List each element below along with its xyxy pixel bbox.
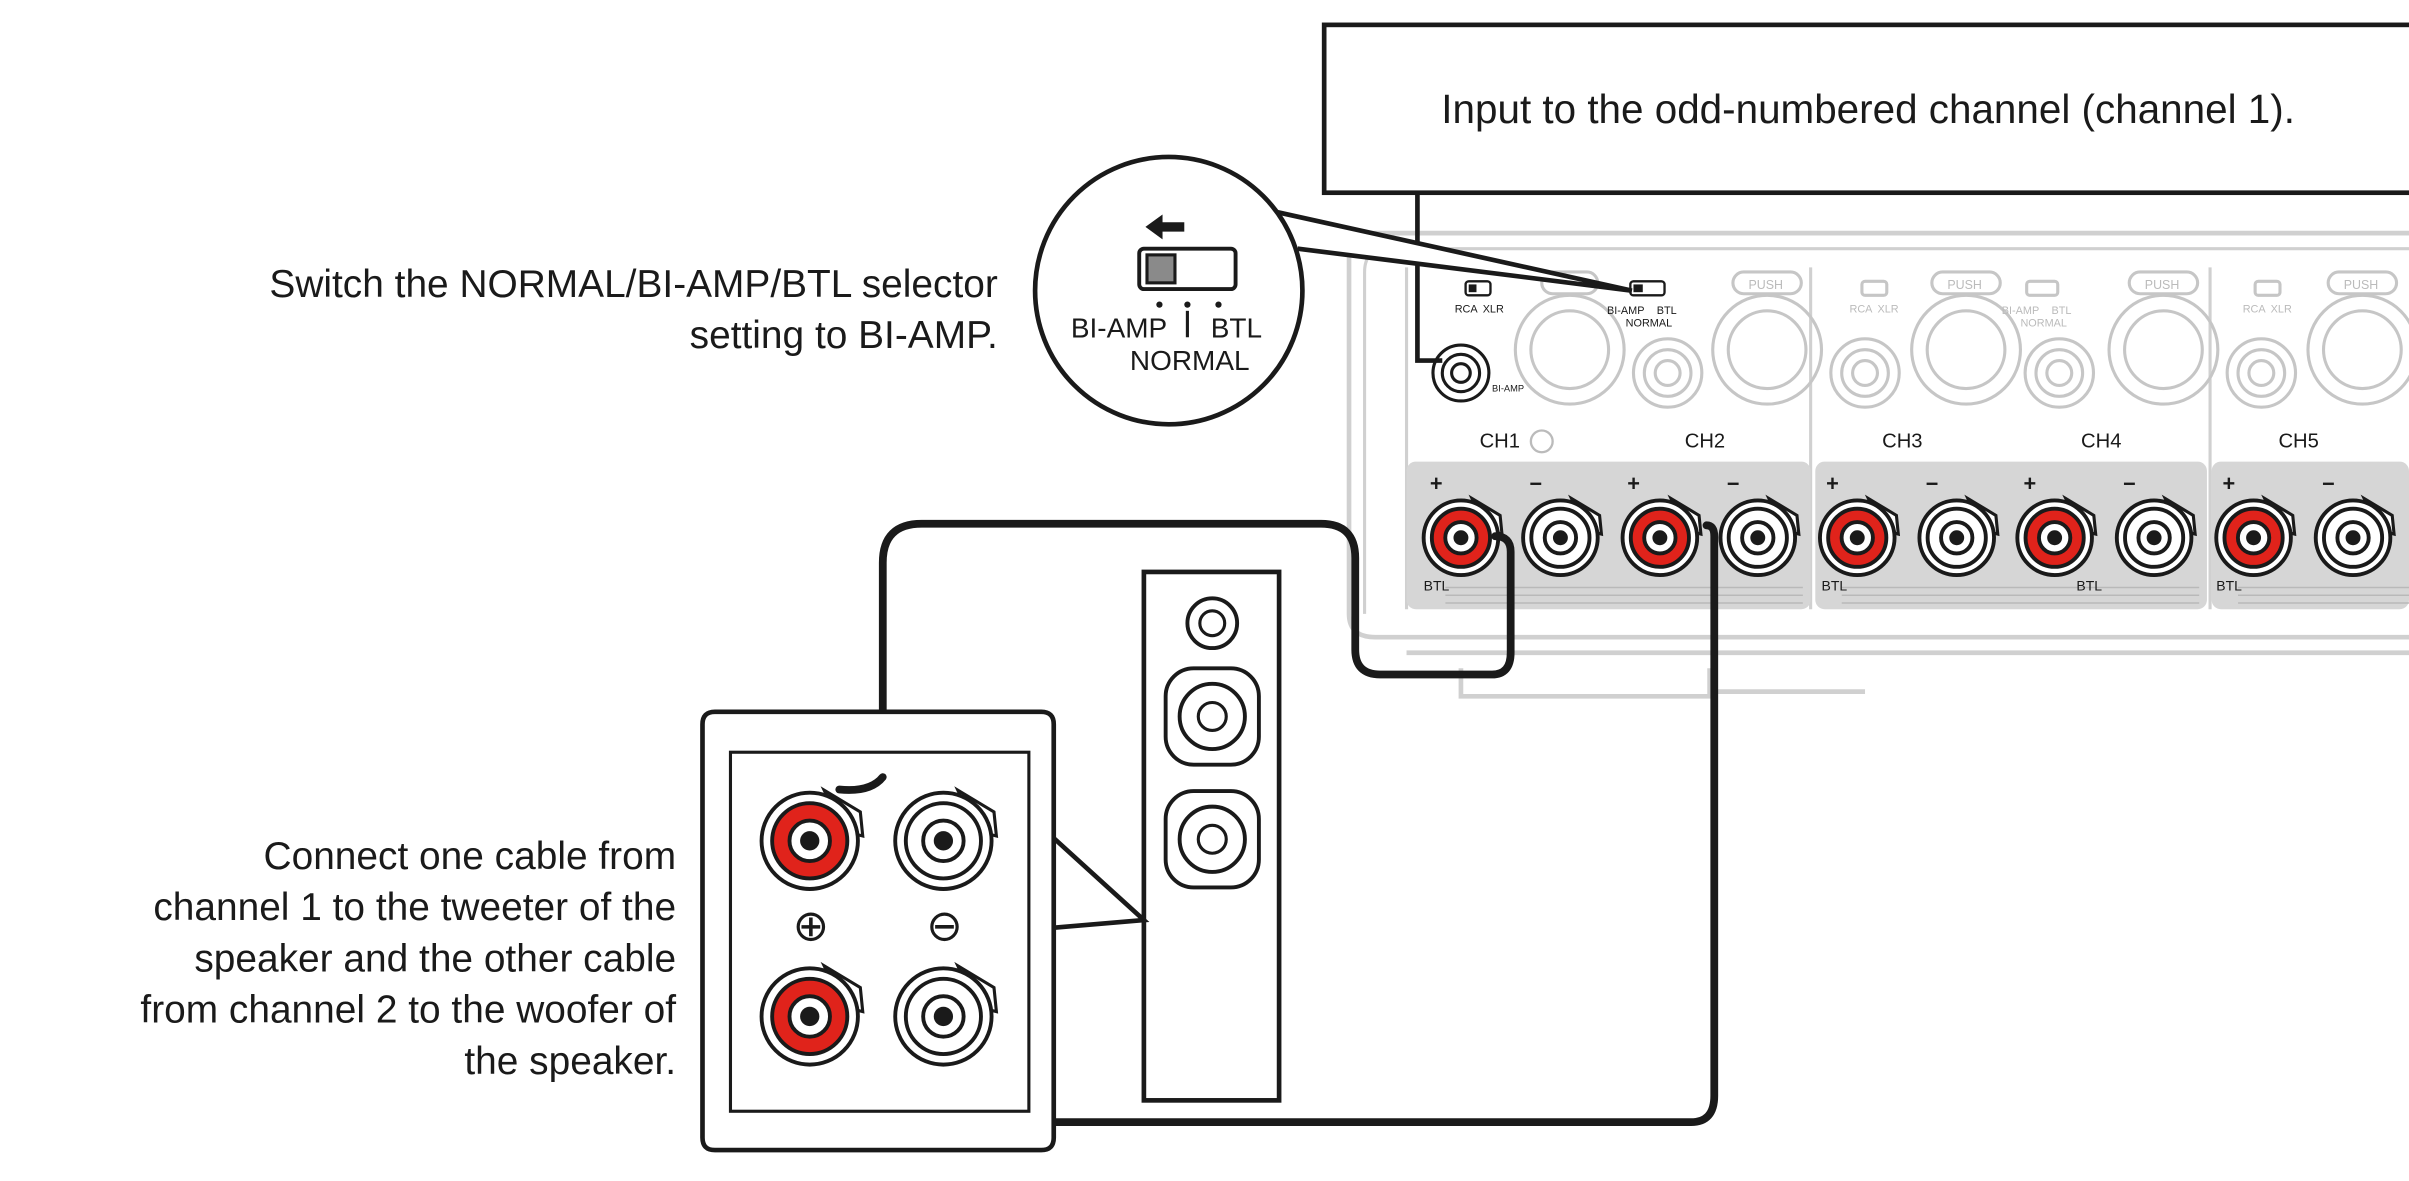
speaker-tweeter-plus-terminal <box>759 786 865 891</box>
amp-minus-terminal <box>2313 494 2396 577</box>
amp-minus-terminal <box>1917 494 2000 577</box>
bi-amp-mini-label: BI-AMP <box>2002 305 2039 317</box>
speaker-tweeter-minus-terminal <box>893 786 999 891</box>
btl-mini-label: BTL <box>2216 578 2242 594</box>
switch-callout-pointer <box>1266 207 1633 293</box>
rca-label: RCA <box>1849 303 1873 315</box>
channel-label-ch3: CH3 <box>1882 431 1922 453</box>
amp-plus-terminal <box>1818 494 1901 577</box>
amp-minus-terminal <box>2114 494 2197 577</box>
switch-label-btl: BTL <box>1211 312 1262 343</box>
speaker-minus-symbol: ⊖ <box>926 902 962 950</box>
connect-instruction-line: the speaker. <box>464 1039 677 1084</box>
push-label: PUSH <box>2145 278 2180 292</box>
minus-mark: − <box>2322 471 2335 496</box>
connect-instruction-line: channel 1 to the tweeter of the <box>153 885 677 930</box>
minus-mark: − <box>1727 471 1740 496</box>
amplifier-speaker-terminals <box>1421 494 2396 577</box>
rca-label: RCA <box>2243 303 2267 315</box>
minus-mark: − <box>1926 471 1939 496</box>
amp-plus-terminal <box>2015 494 2098 577</box>
plus-mark: + <box>1627 471 1640 496</box>
amp-plus-terminal <box>2214 494 2297 577</box>
selector-instruction: Switch the NORMAL/BI-AMP/BTL selector se… <box>269 260 997 363</box>
channel-label-ch4: CH4 <box>2081 431 2121 453</box>
rca-label: RCA <box>1455 303 1479 315</box>
cable-ch1-to-tweeter <box>843 519 1515 794</box>
xlr-label: XLR <box>2271 303 2292 315</box>
btl-mini-label: BTL <box>1822 578 1848 594</box>
bi-amp-mini-label: BI-AMP <box>1607 305 1644 317</box>
btl-mini-label: BTL <box>2052 305 2072 317</box>
speaker-plus-symbol: ⊕ <box>793 902 829 950</box>
normal-mini-label: NORMAL <box>1626 317 1672 329</box>
plus-mark: + <box>1430 471 1443 496</box>
plus-mark: + <box>2024 471 2037 496</box>
push-label: PUSH <box>1748 278 1783 292</box>
arrow-left-icon <box>1145 214 1185 240</box>
ground-icon <box>1529 429 1554 454</box>
plus-mark: + <box>1826 471 1839 496</box>
selector-instruction-line: setting to BI-AMP. <box>689 313 998 358</box>
input-callout-leader <box>1415 192 1443 363</box>
input-callout-box <box>1321 22 2409 196</box>
plus-mark: + <box>2222 471 2235 496</box>
switch-label-normal: NORMAL <box>1130 345 1250 376</box>
amp-minus-terminal <box>1718 494 1801 577</box>
input-callout-text: Input to the odd-numbered channel (chann… <box>1324 25 2409 193</box>
xlr-label: XLR <box>1877 303 1898 315</box>
channel-label-ch2: CH2 <box>1685 431 1725 453</box>
amp-plus-terminal <box>1620 494 1703 577</box>
channel-label-ch5: CH5 <box>2278 431 2318 453</box>
xlr-label: XLR <box>1483 303 1504 315</box>
connect-instruction-line: Connect one cable from <box>263 834 677 879</box>
input-callout-label: Input to the odd-numbered channel (chann… <box>1441 84 2295 132</box>
amp-minus-terminal <box>1521 494 1604 577</box>
minus-mark: − <box>2123 471 2136 496</box>
connect-instruction: Connect one cable from channel 1 to the … <box>140 831 676 1087</box>
selector-switch-enlarged: BI-AMP BTL NORMAL <box>1071 214 1262 376</box>
btl-mini-label: BTL <box>1424 578 1450 594</box>
channel-label-ch1: CH1 <box>1480 431 1520 453</box>
amp-plus-terminal <box>1421 494 1504 577</box>
bi-amp-led-label: BI-AMP <box>1492 384 1524 394</box>
connect-instruction-line: speaker and the other cable <box>194 937 677 981</box>
speaker-woofer-minus-terminal <box>893 961 999 1067</box>
btl-mini-label: BTL <box>1657 305 1677 317</box>
switch-knob <box>1145 253 1177 285</box>
speaker-callout-pointer <box>1033 825 1150 932</box>
speaker-binding-posts <box>759 786 999 1067</box>
btl-mini-label: BTL <box>2076 578 2102 594</box>
push-label: PUSH <box>2344 278 2379 292</box>
minus-mark: − <box>1529 471 1542 496</box>
selector-instruction-line: Switch the NORMAL/BI-AMP/BTL selector <box>269 262 998 307</box>
switch-label-bi-amp: BI-AMP <box>1071 312 1167 343</box>
speaker-woofer-plus-terminal <box>759 961 865 1067</box>
normal-mini-label: NORMAL <box>2020 317 2066 329</box>
speaker-front <box>1141 569 1282 1103</box>
connect-instruction-line: from channel 2 to the woofer of <box>140 988 677 1032</box>
push-label: PUSH <box>1947 278 1982 292</box>
